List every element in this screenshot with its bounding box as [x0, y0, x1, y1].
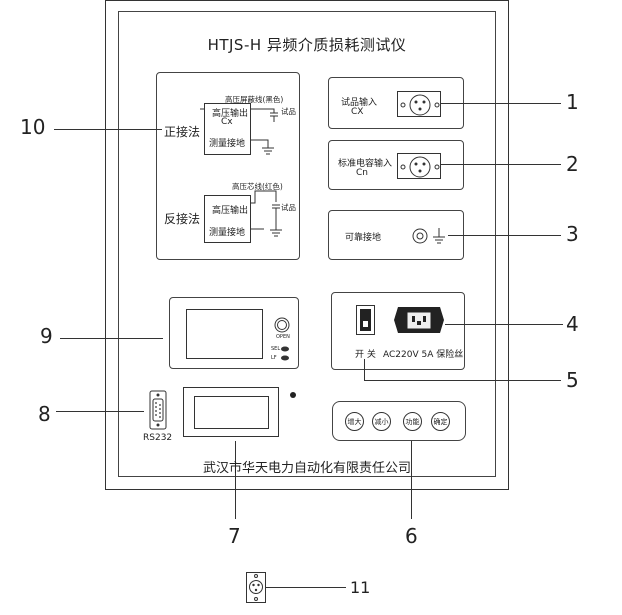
ground-label: 可靠接地 — [345, 233, 382, 243]
display-frame — [183, 387, 279, 437]
db9-icon[interactable] — [146, 390, 170, 430]
confirm-button[interactable]: 确定 — [431, 412, 450, 431]
callout-11: 11 — [350, 578, 371, 597]
forward-method-label: 正接法 — [164, 125, 201, 139]
panel-title: HTJS-H 异频介质损耗测试仪 — [207, 36, 407, 54]
forward-sample-label: 试品 — [281, 107, 296, 116]
printer-controls[interactable] — [270, 315, 294, 363]
display-screen — [194, 396, 269, 429]
callout-6-line — [411, 441, 412, 519]
forward-top-label: 高压屏蔽线(黑色) — [225, 95, 284, 104]
power-panel — [331, 292, 465, 370]
forward-wiring-block — [204, 103, 251, 155]
printer-lf-label: LF — [271, 355, 277, 361]
forward-ground-label: 测量接地 — [209, 139, 246, 149]
callout-5: 5 — [566, 368, 579, 392]
callout-11-line — [266, 587, 346, 588]
reverse-top-label: 高压芯线(红色) — [232, 182, 283, 191]
function-button[interactable]: 功能 — [403, 412, 422, 431]
power-switch[interactable] — [356, 305, 375, 335]
reverse-sample-label: 试品 — [281, 203, 296, 212]
callout-10-line — [54, 129, 162, 130]
bottom-connector[interactable] — [246, 572, 266, 603]
reverse-out-label: 高压输出 — [212, 206, 249, 216]
rs232-label: RS232 — [143, 433, 173, 443]
power-switch-label: 开 关 — [355, 350, 376, 360]
callout-3-line — [448, 235, 561, 236]
callout-8: 8 — [38, 402, 51, 426]
printer-open-label: OPEN — [276, 334, 290, 340]
forward-out-sub: Cx — [221, 117, 233, 127]
reverse-wiring-block — [204, 195, 251, 243]
reverse-method-label: 反接法 — [164, 212, 201, 226]
callout-5-vline — [364, 359, 365, 380]
callout-4-line — [445, 324, 563, 325]
std-cap-input-label: 标准电容输入 — [338, 159, 393, 169]
callout-7: 7 — [228, 524, 241, 548]
printer-slot — [186, 309, 263, 359]
std-cap-input-connector[interactable] — [397, 153, 441, 179]
std-cap-input-sub: Cn — [356, 168, 368, 178]
callout-1-line — [441, 103, 561, 104]
std-cap-input-panel — [328, 140, 464, 190]
connector-icon — [400, 94, 440, 116]
callout-9: 9 — [40, 324, 53, 348]
callout-2: 2 — [566, 152, 579, 176]
reverse-ground-label: 测量接地 — [209, 228, 246, 238]
connector-icon — [249, 574, 263, 601]
callout-3: 3 — [566, 222, 579, 246]
sample-input-label: 试品输入 — [341, 98, 378, 108]
indicator-led — [290, 392, 296, 398]
callout-4: 4 — [566, 312, 579, 336]
company-name: 武汉市华天电力自动化有限责任公司 — [202, 461, 411, 476]
callout-10: 10 — [20, 115, 46, 139]
sample-input-connector[interactable] — [397, 91, 441, 117]
callout-2-line — [441, 164, 561, 165]
ground-icon — [433, 228, 445, 244]
callout-9-line — [60, 338, 163, 339]
sample-input-sub: CX — [351, 107, 364, 117]
printer-panel — [169, 297, 299, 369]
printer-sel-label: SEL — [271, 346, 281, 352]
callout-7-line — [235, 441, 236, 519]
panel-inner-frame — [118, 11, 496, 477]
callout-5-line — [364, 380, 561, 381]
panel-outer-frame — [105, 0, 509, 490]
callout-1: 1 — [566, 90, 579, 114]
power-socket-icon[interactable] — [392, 301, 446, 339]
forward-out-label: 高压输出 — [212, 109, 249, 119]
decrease-button[interactable]: 减小 — [372, 412, 391, 431]
callout-8-line — [56, 411, 144, 412]
switch-icon — [360, 309, 371, 331]
connector-icon — [400, 156, 440, 178]
button-panel — [332, 401, 466, 441]
ground-terminal[interactable] — [408, 224, 448, 248]
increase-button[interactable]: 增大 — [345, 412, 364, 431]
callout-6: 6 — [405, 524, 418, 548]
fuse-label: AC220V 5A 保险丝 — [383, 350, 464, 360]
wiring-diagram-box — [156, 72, 300, 260]
